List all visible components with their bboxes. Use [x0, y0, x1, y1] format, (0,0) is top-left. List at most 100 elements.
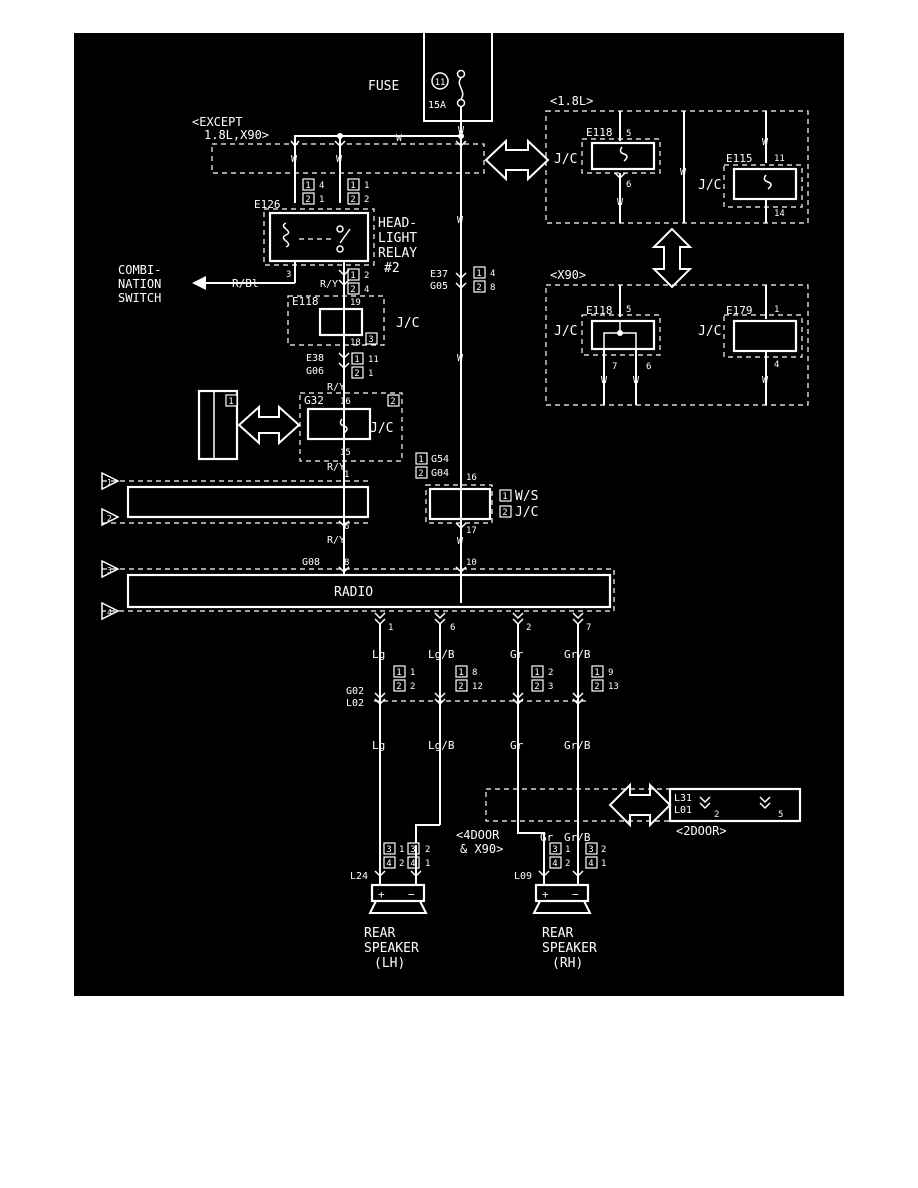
svg-text:7: 7: [612, 362, 617, 372]
svg-text:2: 2: [350, 195, 355, 205]
svg-text:W: W: [458, 125, 465, 136]
svg-text:1: 1: [350, 271, 355, 281]
svg-text:2: 2: [305, 195, 310, 205]
svg-text:SWITCH: SWITCH: [118, 291, 161, 305]
svg-text:E115: E115: [726, 152, 753, 165]
svg-text:3: 3: [286, 270, 291, 280]
svg-text:1: 1: [107, 478, 112, 487]
svg-text:5: 5: [626, 305, 631, 315]
svg-text:J/C: J/C: [515, 505, 538, 520]
svg-text:W: W: [457, 536, 464, 547]
svg-text:1: 1: [594, 668, 599, 678]
rear-speaker-lh: 3 1 4 2 3 2 4 1 L24 + − REAR SPEAKER (LH…: [350, 842, 430, 971]
svg-text:13: 13: [608, 682, 619, 692]
section-1-8l: <1.8L>: [550, 94, 593, 108]
svg-text:E179: E179: [726, 304, 753, 317]
svg-text:R/Y: R/Y: [320, 279, 338, 290]
svg-text:Lg/B: Lg/B: [428, 739, 455, 752]
svg-text:G06: G06: [306, 366, 324, 377]
svg-text:1: 1: [228, 397, 233, 407]
svg-text:2: 2: [350, 285, 355, 295]
svg-text:1: 1: [774, 305, 779, 315]
svg-text:Gr: Gr: [510, 739, 524, 752]
fuse-block: FUSE 11 15A: [368, 33, 493, 141]
svg-text:2: 2: [399, 859, 404, 869]
svg-text:R/Y: R/Y: [327, 535, 345, 546]
svg-text:Gr/B: Gr/B: [564, 648, 591, 661]
svg-text:RADIO: RADIO: [334, 585, 373, 600]
svg-text:3: 3: [107, 566, 112, 575]
svg-text:2: 2: [396, 682, 401, 692]
svg-text:4: 4: [319, 181, 324, 191]
svg-text:4: 4: [588, 859, 593, 869]
svg-text:Gr: Gr: [540, 831, 554, 844]
svg-text:SPEAKER: SPEAKER: [364, 941, 419, 956]
svg-text:G04: G04: [431, 468, 449, 479]
svg-text:+: +: [542, 888, 549, 901]
svg-text:W: W: [291, 154, 298, 165]
svg-text:17: 17: [466, 526, 477, 536]
svg-text:SPEAKER: SPEAKER: [542, 941, 597, 956]
junction-connector-g32: 1 G32 16 2 J/C 15: [197, 389, 403, 462]
svg-text:L24: L24: [350, 871, 368, 882]
svg-text:1: 1: [364, 181, 369, 191]
svg-text:2: 2: [410, 682, 415, 692]
svg-text:2: 2: [390, 397, 395, 407]
svg-text:4: 4: [490, 269, 495, 279]
svg-text:W: W: [396, 133, 403, 144]
svg-text:Lg/B: Lg/B: [428, 648, 455, 661]
svg-text:1: 1: [368, 369, 373, 379]
harness-connector-block: 1 2 3 4: [101, 471, 370, 621]
e179-x90: E179 1 J/C 4 W: [698, 285, 803, 405]
svg-text:6: 6: [450, 623, 455, 633]
svg-text:W: W: [601, 375, 608, 386]
e115-1-8l: W E115 11 J/C 14: [698, 111, 803, 223]
svg-text:W: W: [762, 375, 769, 386]
svg-text:2: 2: [594, 682, 599, 692]
junction-connector-e118: E118 19 18 3 J/C: [287, 295, 419, 348]
svg-text:−: −: [572, 888, 579, 901]
svg-text:1: 1: [319, 195, 324, 205]
svg-text:G05: G05: [430, 281, 448, 292]
svg-text:8: 8: [472, 668, 477, 678]
section-4door: <4DOOR: [456, 828, 500, 842]
svg-text:G54: G54: [431, 454, 449, 465]
svg-text:12: 12: [472, 682, 483, 692]
svg-text:1: 1: [476, 269, 481, 279]
fuse-number: 11: [435, 78, 446, 88]
connector-e126: E126: [254, 198, 281, 211]
svg-text:Lg: Lg: [372, 739, 385, 752]
svg-text:1: 1: [344, 470, 349, 480]
svg-text:3: 3: [588, 845, 593, 855]
svg-text:5: 5: [778, 810, 783, 820]
svg-text:1: 1: [418, 455, 423, 465]
svg-text:G02: G02: [346, 686, 364, 697]
svg-text:L01: L01: [674, 805, 692, 816]
svg-text:G08: G08: [302, 557, 320, 568]
svg-text:10: 10: [466, 558, 477, 568]
svg-text:2: 2: [354, 369, 359, 379]
svg-text:Gr: Gr: [510, 648, 524, 661]
wiring-diagram: FUSE 11 15A <EXCEPT 1.8L,X90> W W W W 1 …: [74, 33, 844, 996]
svg-text:4: 4: [774, 360, 779, 370]
svg-text:2: 2: [502, 508, 507, 518]
svg-text:E37: E37: [430, 269, 448, 280]
svg-text:2: 2: [601, 845, 606, 855]
svg-text:6: 6: [344, 522, 349, 532]
svg-text:J/C: J/C: [554, 152, 577, 167]
svg-text:J/C: J/C: [554, 324, 577, 339]
svg-text:3: 3: [410, 845, 415, 855]
svg-text:2: 2: [476, 283, 481, 293]
svg-text:1: 1: [305, 181, 310, 191]
svg-text:1: 1: [458, 668, 463, 678]
two-door-connector: L31 L01 2 5 <2DOOR>: [485, 782, 802, 838]
svg-text:2: 2: [458, 682, 463, 692]
svg-text:J/C: J/C: [396, 316, 419, 331]
svg-text:18: 18: [350, 338, 361, 348]
svg-text:1: 1: [502, 492, 507, 502]
svg-text:16: 16: [340, 397, 351, 407]
svg-text:J/C: J/C: [698, 324, 721, 339]
svg-text:W/S: W/S: [515, 489, 538, 504]
svg-text:19: 19: [350, 298, 361, 308]
